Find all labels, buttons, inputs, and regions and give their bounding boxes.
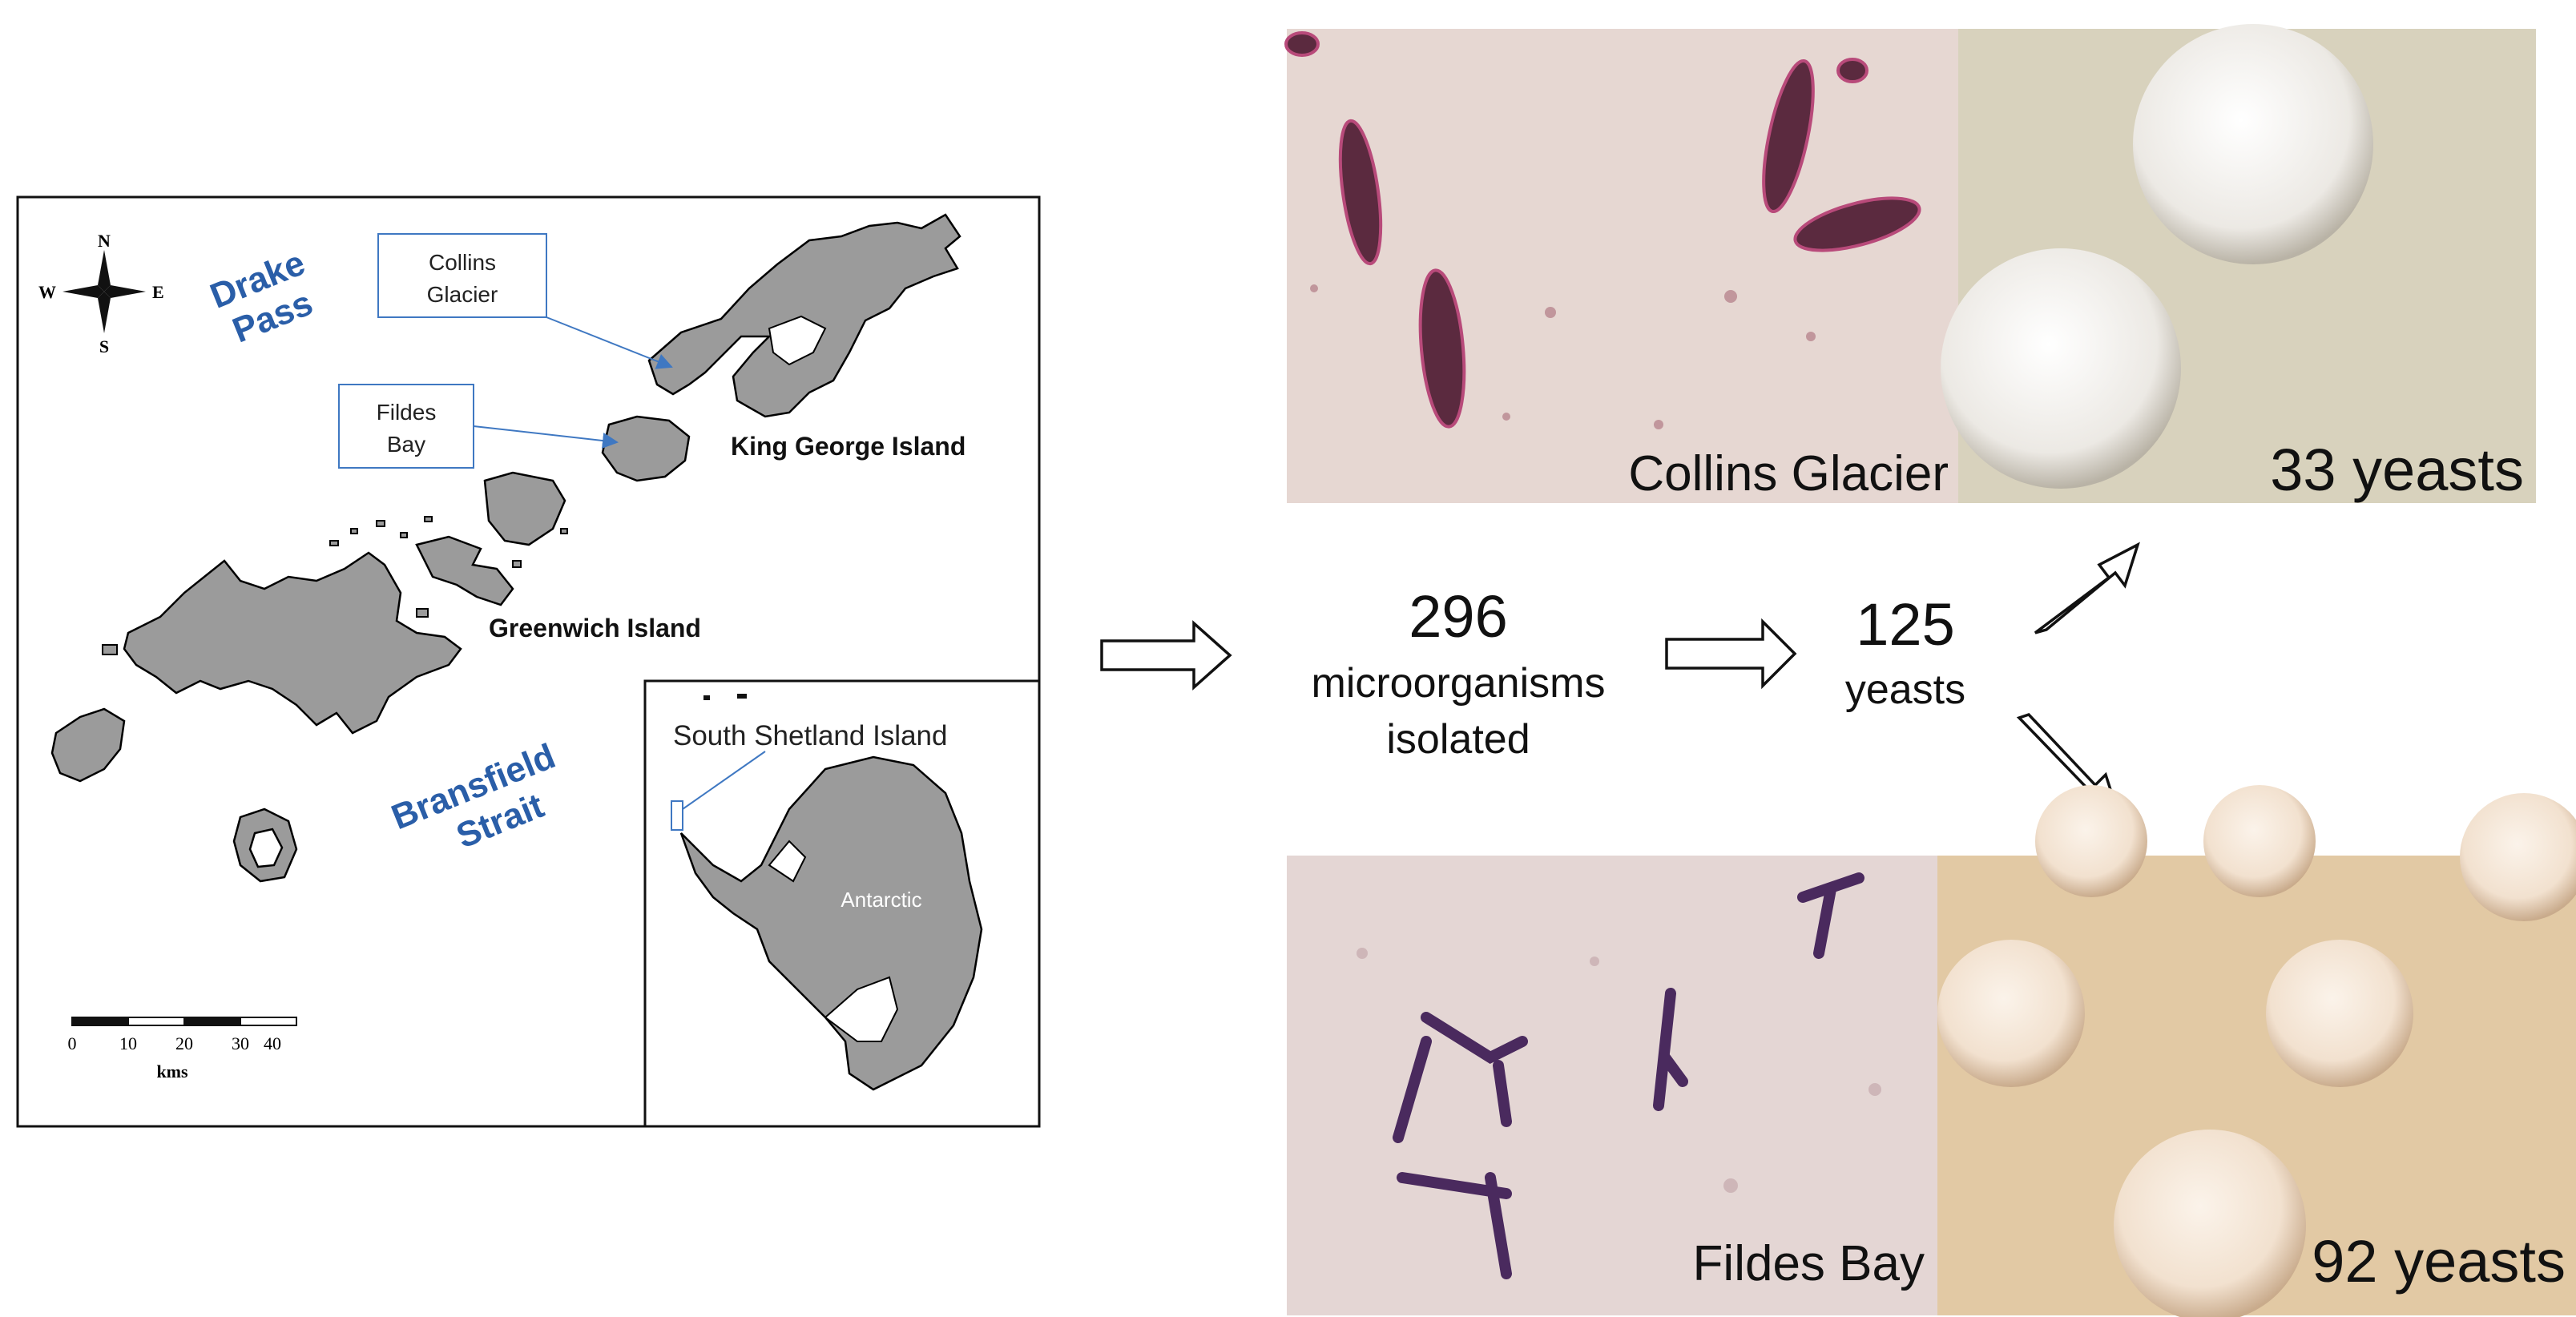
map-to-isolates-arrow [1100, 620, 1232, 691]
scale-bar: 0 10 20 30 40 kms [68, 1017, 297, 1081]
ross-sea-notch [824, 976, 899, 1042]
scale-tick-20: 20 [175, 1033, 193, 1053]
collins-site-label: Collins Glacier [1628, 446, 1949, 501]
collins-callout-line2: Glacier [427, 282, 498, 307]
fildes-plate: 92 yeasts [1937, 785, 2576, 1317]
isolates-to-yeasts-arrow [1665, 618, 1797, 690]
isolated-label-line1: microorganisms [1312, 660, 1606, 707]
collins-yeast-count: 33 yeasts [2270, 437, 2524, 503]
yeast-count: 125 [1856, 591, 1954, 658]
compass-south: S [99, 336, 109, 356]
collins-cells [1284, 31, 1921, 429]
islets [102, 516, 568, 655]
yeast-label: yeasts [1845, 667, 1965, 713]
collins-colony-1 [2133, 24, 2373, 264]
fildes-peninsula-shape [601, 415, 691, 482]
fildes-colony-2 [2266, 940, 2413, 1087]
to-collins-arrow [2034, 542, 2140, 634]
smith-island-shape [50, 707, 126, 783]
compass-icon: N S W E [38, 231, 164, 356]
compass-east: E [152, 282, 164, 302]
robert-island-shape [415, 535, 514, 606]
collins-callout-box [377, 233, 547, 318]
king-george-bay [768, 315, 827, 366]
fildes-colony-3 [2114, 1130, 2306, 1317]
scale-unit: kms [156, 1061, 188, 1081]
fildes-hyphae [1393, 872, 1864, 1279]
antarctica-shape [679, 755, 983, 1091]
collins-pointer [546, 316, 673, 369]
antarctic-label: Antarctic [841, 888, 921, 912]
fildes-colony-5 [2203, 785, 2316, 897]
isolated-count: 296 [1409, 583, 1507, 650]
scale-tick-40: 40 [264, 1033, 281, 1053]
weddell-notch [768, 840, 807, 883]
compass-west: W [38, 282, 56, 302]
scale-tick-0: 0 [68, 1033, 77, 1053]
fildes-pointer [473, 425, 619, 449]
inset-map: South Shetland Island Antarctic [643, 679, 1041, 1128]
scale-tick-30: 30 [232, 1033, 249, 1053]
map-panel: N S W E Colli [16, 195, 1041, 1128]
compass-north: N [98, 231, 111, 251]
fildes-callout-line2: Bay [387, 432, 425, 457]
isolated-label-line2: isolated [1386, 716, 1530, 763]
fildes-colony-6 [2460, 793, 2576, 921]
fildes-colony-1 [1937, 940, 2085, 1087]
fildes-callout-line1: Fildes [377, 400, 437, 425]
fildes-colony-4 [2035, 785, 2147, 897]
deception-island-shape [232, 808, 298, 883]
collins-colony-2 [1941, 248, 2181, 489]
greenwich-island-label: Greenwich Island [489, 614, 701, 642]
fildes-micrograph: Fildes Bay [1287, 856, 1937, 1315]
inset-label: South Shetland Island [673, 720, 947, 751]
inset-pointer [682, 751, 766, 810]
flow-diagram: 296 microorganisms isolated 125 yeasts [1100, 542, 2140, 820]
scale-tick-10: 10 [119, 1033, 137, 1053]
greenwich-island-shape [123, 551, 462, 735]
collins-micrograph: Collins Glacier [1284, 29, 1958, 503]
collins-plate: 33 yeasts [1941, 24, 2536, 503]
collins-callout-line1: Collins [429, 250, 496, 275]
inset-marker [671, 800, 683, 831]
fildes-yeast-count: 92 yeasts [2312, 1228, 2566, 1295]
king-george-island-label: King George Island [731, 432, 965, 461]
fildes-site-label: Fildes Bay [1693, 1236, 1925, 1291]
king-george-island-shape [647, 213, 961, 418]
nelson-island-shape [483, 471, 566, 546]
